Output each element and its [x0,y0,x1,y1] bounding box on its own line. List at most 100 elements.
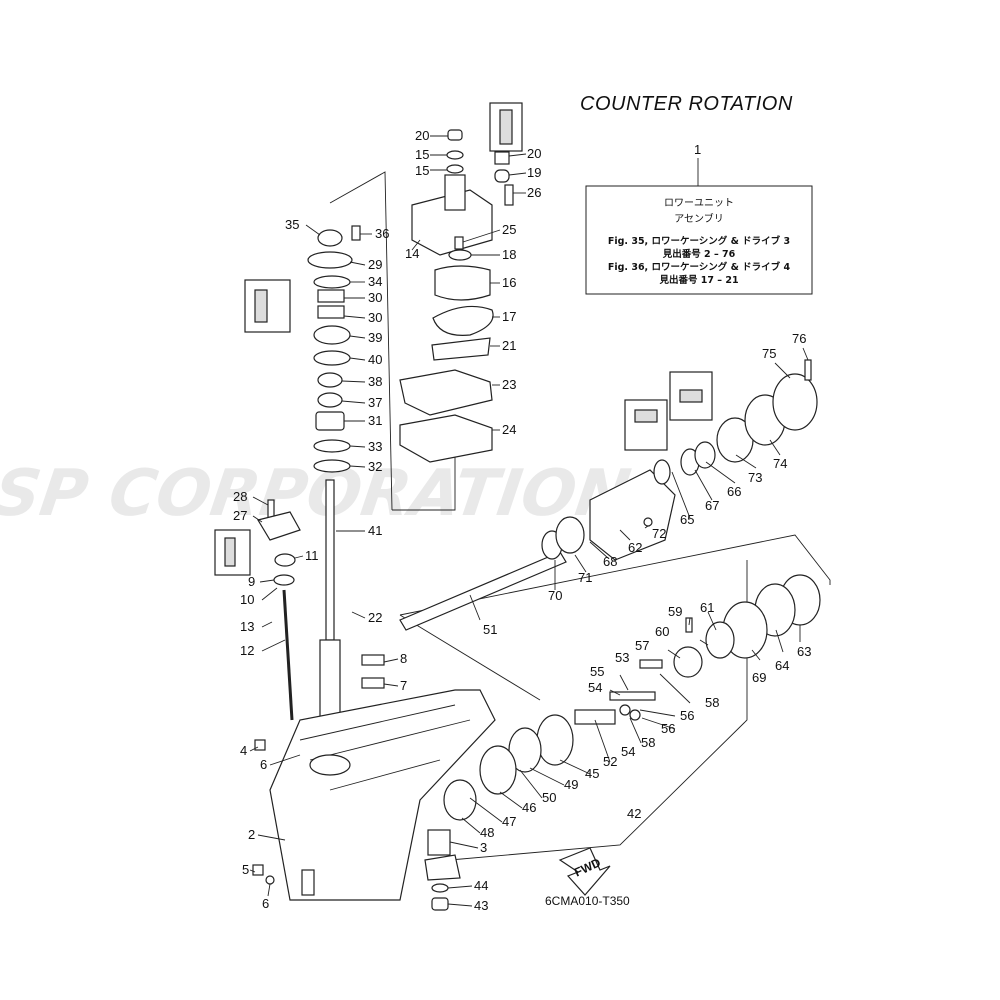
callout-46: 46 [522,800,536,815]
callout-68: 68 [603,554,617,569]
callout-30a: 30 [368,290,382,305]
callout-54b: 54 [621,744,635,759]
callout-28: 28 [233,489,247,504]
callout-4: 4 [240,743,247,758]
callout-51: 51 [483,622,497,637]
callout-21: 21 [502,338,516,353]
callout-35: 35 [285,217,299,232]
callout-6b: 6 [262,896,269,911]
callout-47: 47 [502,814,516,829]
callout-42: 42 [627,806,641,821]
callout-13: 13 [240,619,254,634]
callout-41: 41 [368,523,382,538]
callout-8: 8 [400,651,407,666]
callout-56b: 56 [680,708,694,723]
callout-16: 16 [502,275,516,290]
callout-44: 44 [474,878,488,893]
callout-62: 62 [628,540,642,555]
callout-48: 48 [480,825,494,840]
callout-65: 65 [680,512,694,527]
diagram-title: COUNTER ROTATION [580,93,793,115]
callout-3: 3 [480,840,487,855]
callout-38: 38 [368,374,382,389]
lower-casing [252,689,496,901]
callout-57: 57 [635,638,649,653]
callout-29: 29 [368,257,382,272]
callout-71: 71 [578,570,592,585]
info-line-4: 見出番号 2 – 76 [662,248,736,260]
callout-20b: 20 [527,146,541,161]
callout-72: 72 [652,526,666,541]
callout-33: 33 [368,439,382,454]
callout-58b: 58 [705,695,719,710]
callout-37: 37 [368,395,382,410]
callout-27: 27 [233,508,247,523]
callout-36: 36 [375,226,389,241]
driveshaft-bearing-stack [244,225,361,473]
callout-74: 74 [773,456,787,471]
callout-25: 25 [502,222,516,237]
callout-64: 64 [775,658,789,673]
callout-66: 66 [727,484,741,499]
fwd-arrow: FWD [558,847,611,896]
callout-73: 73 [748,470,762,485]
assembly-info-box: 1 ロワーユニット アセンブリ Fig. 35, ロワーケーシング & ドライブ… [585,142,813,295]
callout-55: 55 [590,664,604,679]
callout-61: 61 [700,600,714,615]
callout-63: 63 [797,644,811,659]
info-line-6: 見出番号 17 – 21 [658,274,738,286]
callout-39: 39 [368,330,382,345]
callout-59: 59 [668,604,682,619]
callout-22: 22 [368,610,382,625]
callout-10: 10 [240,592,254,607]
callout-26: 26 [527,185,541,200]
callout-43: 43 [474,898,488,913]
callout-9: 9 [248,574,255,589]
info-line-5: Fig. 36, ロワーケーシング & ドライブ 4 [608,261,791,273]
callout-58a: 58 [641,735,655,750]
callout-31: 31 [368,413,382,428]
shift-rod-assembly [214,499,385,721]
callout-45: 45 [585,766,599,781]
callout-69: 69 [752,670,766,685]
callout-1: 1 [694,142,701,157]
drive-shaft [319,479,341,721]
callout-49: 49 [564,777,578,792]
callout-30b: 30 [368,310,382,325]
callout-7: 7 [400,678,407,693]
callout-53: 53 [615,650,629,665]
leader-lines [249,135,809,907]
callout-15b: 15 [415,163,429,178]
callout-20a: 20 [415,128,429,143]
callout-32: 32 [368,459,382,474]
callout-40: 40 [368,352,382,367]
callout-17: 17 [502,309,516,324]
propeller-shaft-assembly [399,359,818,631]
callout-54a: 54 [588,680,602,695]
callout-50: 50 [542,790,556,805]
callout-75: 75 [762,346,776,361]
callout-34: 34 [368,274,382,289]
callout-18: 18 [502,247,516,262]
gear-train [424,574,821,911]
callout-67: 67 [705,498,719,513]
info-line-2: アセンブリ [674,212,724,225]
callout-11: 11 [305,548,319,563]
callout-6a: 6 [260,757,267,772]
callout-56a: 56 [661,721,675,736]
callout-2: 2 [248,827,255,842]
callout-12: 12 [240,643,254,658]
callout-15a: 15 [415,147,429,162]
callout-76: 76 [792,331,806,346]
callout-labels: 20 15 15 20 19 26 25 18 16 17 21 23 24 1… [233,128,811,913]
callout-52: 52 [603,754,617,769]
callout-60: 60 [655,624,669,639]
callout-14: 14 [405,246,419,261]
callout-5: 5 [242,862,249,877]
info-line-1: ロワーユニット [664,198,734,209]
diagram-code: 6CMA010-T350 [545,894,630,908]
info-line-3: Fig. 35, ロワーケーシング & ドライブ 3 [608,235,790,247]
callout-23: 23 [502,377,516,392]
callout-24: 24 [502,422,516,437]
